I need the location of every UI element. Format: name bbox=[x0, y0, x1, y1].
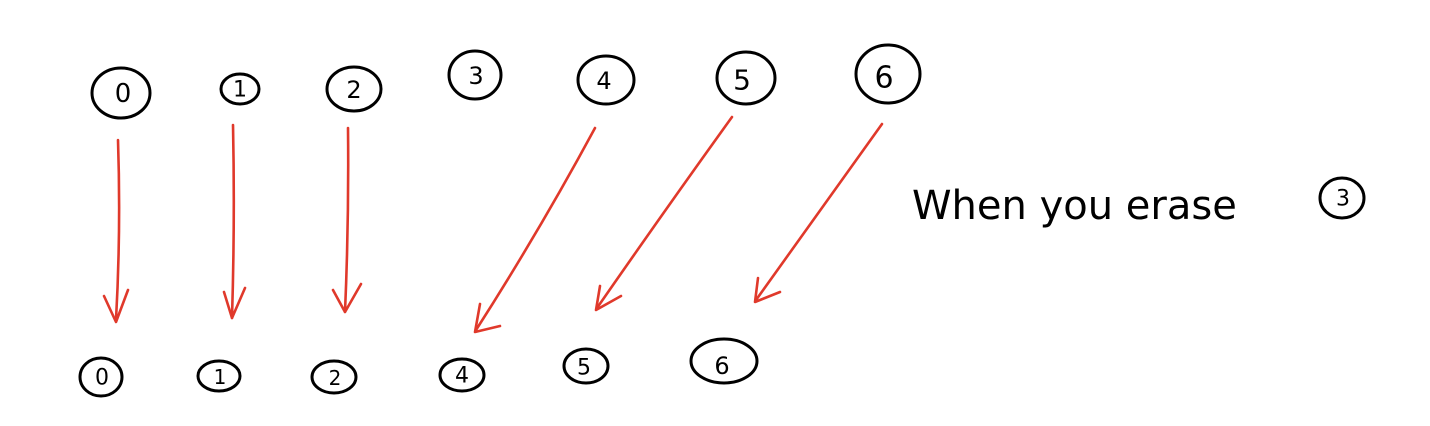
arrows bbox=[102, 115, 884, 334]
bottom-node-label: 0 bbox=[95, 366, 109, 391]
arrow-6-to-6 bbox=[753, 122, 884, 304]
top-node-label: 1 bbox=[233, 78, 247, 103]
caption-text: When you erase bbox=[912, 183, 1237, 229]
caption-circled-label: 3 bbox=[1336, 187, 1350, 212]
top-node-6: 6 bbox=[854, 43, 922, 105]
bottom-node-label: 6 bbox=[714, 352, 729, 380]
bottom-node-1: 1 bbox=[196, 359, 242, 393]
caption: When you erase 3 bbox=[912, 176, 1366, 229]
top-node-label: 3 bbox=[468, 62, 483, 90]
bottom-node-label: 4 bbox=[455, 364, 469, 389]
bottom-node-label: 1 bbox=[214, 365, 227, 389]
bottom-node-2: 2 bbox=[310, 359, 358, 395]
top-node-label: 0 bbox=[115, 79, 132, 109]
top-node-2: 2 bbox=[325, 65, 383, 113]
top-node-4: 4 bbox=[576, 54, 636, 106]
top-node-label: 4 bbox=[596, 67, 611, 95]
arrow-5-to-5 bbox=[594, 115, 734, 312]
bottom-node-5: 5 bbox=[562, 347, 610, 385]
top-node-5: 5 bbox=[715, 50, 777, 106]
bottom-row: 0 1 2 4 5 6 bbox=[78, 337, 759, 398]
top-node-1: 1 bbox=[219, 72, 261, 106]
arrow-0-to-0 bbox=[102, 138, 130, 324]
bottom-node-label: 5 bbox=[577, 356, 591, 381]
caption-circled-node: 3 bbox=[1318, 176, 1366, 220]
top-row: 0 1 2 3 4 5 6 bbox=[90, 43, 922, 120]
arrow-4-to-4 bbox=[473, 126, 597, 334]
top-node-label: 5 bbox=[733, 64, 751, 97]
bottom-node-label: 2 bbox=[329, 366, 342, 390]
bottom-node-4: 4 bbox=[438, 357, 486, 393]
top-node-label: 2 bbox=[346, 76, 361, 104]
top-node-3: 3 bbox=[447, 49, 503, 101]
bottom-node-6: 6 bbox=[689, 337, 759, 385]
bottom-node-0: 0 bbox=[78, 356, 124, 398]
top-node-label: 6 bbox=[874, 61, 893, 96]
arrow-1-to-1 bbox=[222, 123, 247, 320]
top-node-0: 0 bbox=[90, 66, 152, 120]
arrow-2-to-2 bbox=[331, 126, 363, 314]
